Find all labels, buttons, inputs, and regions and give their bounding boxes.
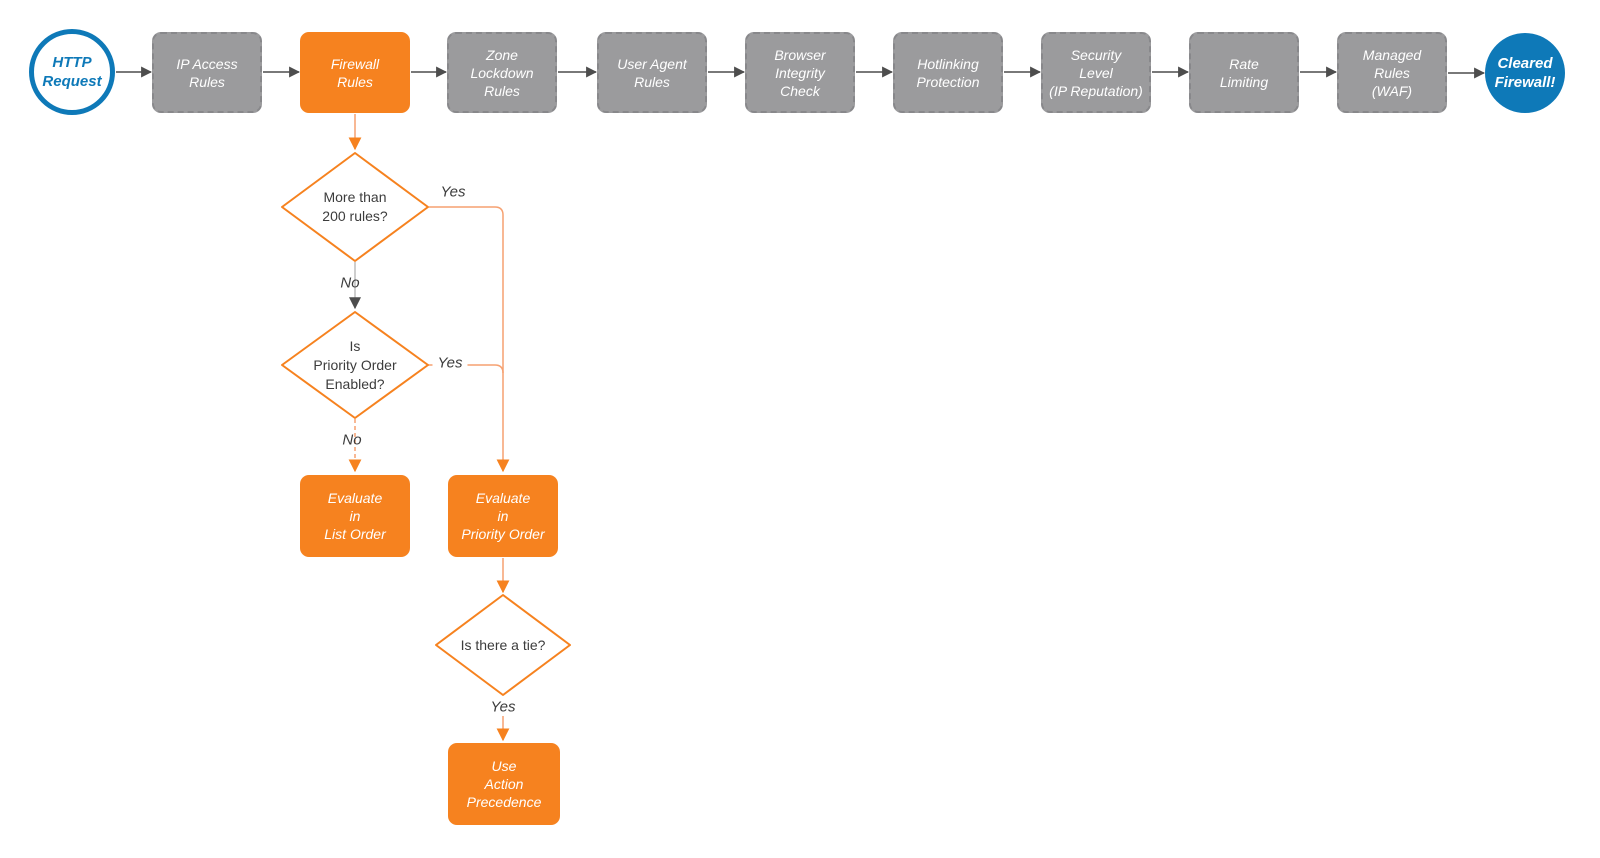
step-zone-lockdown-rules: Zone Lockdown Rules (447, 32, 557, 113)
step-rate-limiting: Rate Limiting (1189, 32, 1299, 113)
start-node-http-request: HTTP Request (29, 29, 115, 115)
step-browser-integrity-check: Browser Integrity Check (745, 32, 855, 113)
step-firewall-rules: Firewall Rules (300, 32, 410, 113)
decision-tie-diamond (435, 594, 571, 696)
decision-rules-count-diamond (281, 152, 429, 262)
edge-decision-priority-yes-join (428, 364, 504, 374)
decision-priority-order-label: Is Priority Order Enabled? (313, 337, 397, 392)
evaluate-list-order-box: Evaluate in List Order (300, 475, 410, 557)
edge-label-priority-no: No (342, 431, 362, 449)
decision-rules-count-label: More than 200 rules? (322, 189, 388, 224)
edge-label-rules-yes: Yes (440, 183, 466, 201)
step-user-agent-rules: User Agent Rules (597, 32, 707, 113)
end-node-cleared-firewall: Cleared Firewall! (1485, 33, 1565, 113)
edge-label-priority-yes: Yes (432, 354, 468, 372)
step-managed-rules-waf: Managed Rules (WAF) (1337, 32, 1447, 113)
step-hotlinking-protection: Hotlinking Protection (893, 32, 1003, 113)
edge-label-rules-no: No (340, 274, 360, 292)
edge-decision-rules-yes-to-evaluate-priority (429, 206, 510, 473)
edge-label-tie-yes: Yes (490, 698, 516, 716)
decision-tie-label: Is there a tie? (460, 636, 546, 653)
evaluate-priority-order-box: Evaluate in Priority Order (448, 475, 558, 557)
step-security-level: Security Level (IP Reputation) (1041, 32, 1151, 113)
decision-priority-order-diamond (281, 311, 429, 419)
step-ip-access-rules: IP Access Rules (152, 32, 262, 113)
use-action-precedence-box: Use Action Precedence (448, 743, 560, 825)
